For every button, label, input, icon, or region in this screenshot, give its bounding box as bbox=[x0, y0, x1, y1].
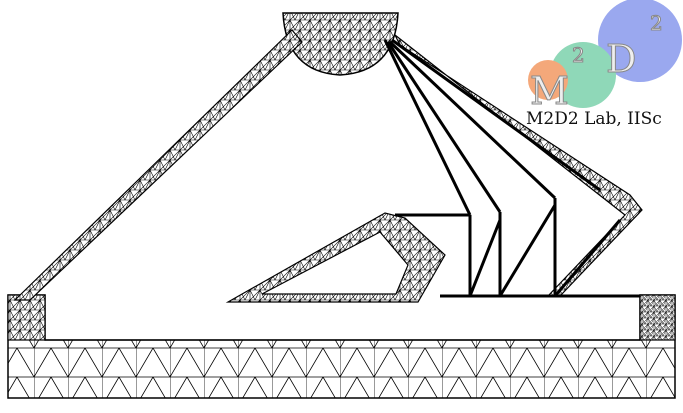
svg-text:2: 2 bbox=[650, 11, 663, 35]
left-diagonal-bar bbox=[13, 29, 303, 301]
svg-text:M: M bbox=[530, 69, 569, 113]
truss-members bbox=[383, 38, 640, 298]
svg-text:2: 2 bbox=[572, 43, 585, 67]
svg-text:D: D bbox=[606, 37, 636, 81]
lab-logo: M 2 D 2 bbox=[528, 0, 682, 114]
base-frame bbox=[7, 294, 676, 399]
lower-triangle-member bbox=[225, 212, 446, 303]
lab-logo-caption: M2D2 Lab, IISc bbox=[526, 109, 662, 129]
